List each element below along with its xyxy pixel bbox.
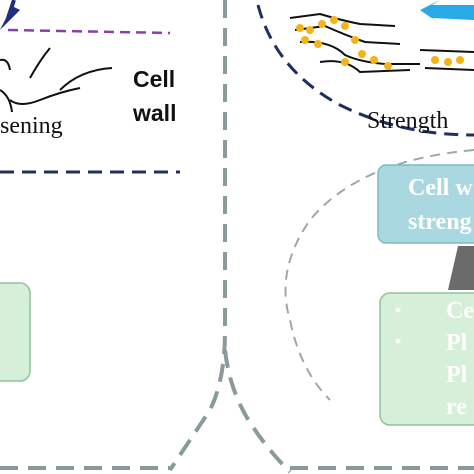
central-divider-dashed	[168, 0, 227, 472]
cell-wall-label-line1: Cell	[133, 66, 176, 92]
cyan-arrow	[420, 0, 474, 24]
gray-down-arrow	[448, 246, 474, 290]
purple-dashed-line	[7, 28, 171, 35]
result-green-box	[379, 292, 474, 426]
orange-beads	[296, 16, 464, 70]
loosening-label: sening	[0, 113, 63, 139]
cell-wall-strength-box-line1: Cell w	[408, 175, 473, 201]
left-arrow-shaft	[6, 0, 16, 19]
result-line-1: Ce	[446, 298, 474, 324]
cell-wall-strength-box-line2: streng	[408, 209, 472, 235]
cell-wall-strength-box	[377, 164, 474, 244]
navy-dashed-curve-right	[256, 4, 474, 137]
result-line-2: Pl	[446, 330, 468, 356]
left-green-box	[0, 282, 31, 382]
cell-wall-label-line2: wall	[133, 100, 177, 126]
strength-label: Strength	[367, 108, 449, 134]
result-line-3: Pl	[446, 362, 468, 388]
loose-fibrils	[0, 47, 113, 113]
central-divider-dashed-right	[223, 349, 292, 474]
result-bullets	[395, 307, 401, 344]
result-line-4: re	[446, 394, 467, 420]
